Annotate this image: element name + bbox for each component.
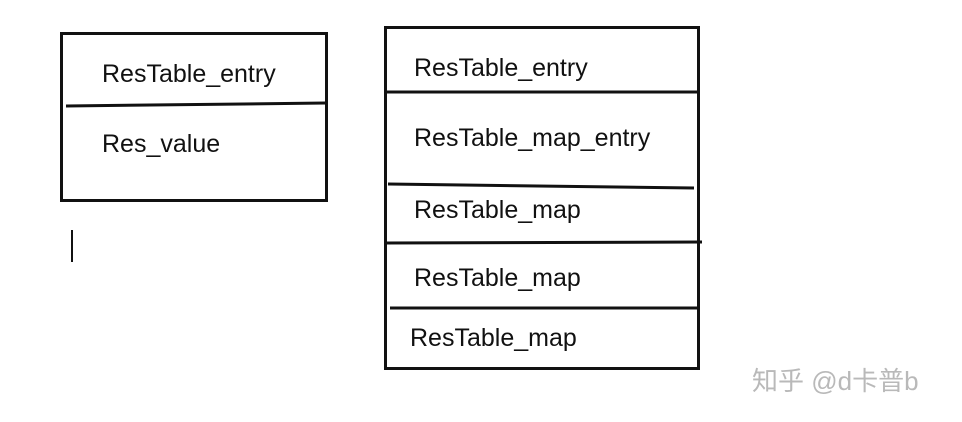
left-box-divider — [65, 101, 327, 108]
right-box-label-res-table-map-3: ResTable_map — [410, 324, 577, 352]
left-box-label-res-table-entry: ResTable_entry — [102, 60, 276, 88]
right-box-label-res-table-map-1: ResTable_map — [414, 196, 581, 224]
right-box-label-res-table-entry: ResTable_entry — [414, 54, 588, 82]
right-box-divider-2 — [387, 182, 695, 190]
right-box-label-res-table-map-2: ResTable_map — [414, 264, 581, 292]
right-box-label-res-table-map-entry: ResTable_map_entry — [414, 124, 651, 152]
res-table-entry-box — [60, 32, 328, 202]
res-table-map-entry-box — [384, 26, 700, 370]
watermark: 知乎 @d卡普b — [752, 366, 919, 396]
right-box-divider-3 — [385, 240, 703, 245]
text-cursor — [71, 230, 73, 262]
left-box-label-res-value: Res_value — [102, 130, 221, 158]
